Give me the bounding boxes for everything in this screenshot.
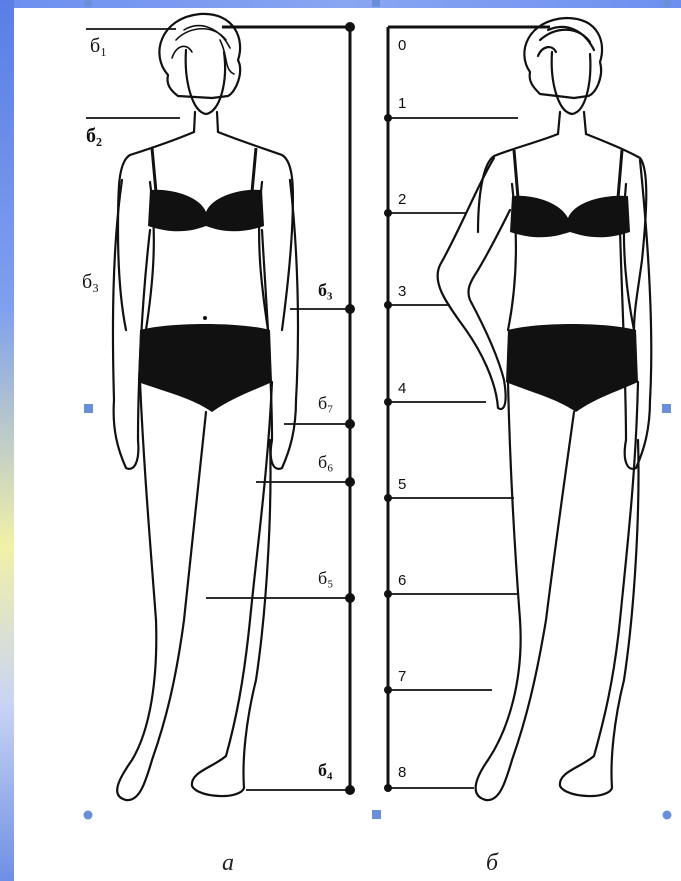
left-figure-right-leg xyxy=(192,382,272,796)
scale-number-5: 5 xyxy=(398,476,406,493)
scale-number-8: 8 xyxy=(398,764,406,781)
caption-a: а xyxy=(222,850,234,877)
right-figure-right-leg xyxy=(560,382,639,796)
left-figure-measurement-scale xyxy=(86,27,350,790)
right-figure-measurement-scale xyxy=(388,27,550,790)
label-b3: б₃ xyxy=(318,280,333,300)
scale-number-7: 7 xyxy=(398,668,406,685)
left-figure-bra xyxy=(148,190,264,232)
handle-middle-left[interactable] xyxy=(84,404,93,413)
selection-handles[interactable] xyxy=(84,0,672,820)
handle-top-middle[interactable] xyxy=(372,0,380,7)
left-figure-left-leg xyxy=(117,382,206,800)
label-b5: б₅ xyxy=(318,568,333,588)
handle-bottom-middle[interactable] xyxy=(372,810,381,819)
right-figure-left-arm-akimbo xyxy=(438,158,510,409)
scale-number-3: 3 xyxy=(398,283,406,300)
scale-number-0: 0 xyxy=(398,37,406,54)
right-figure-left-leg xyxy=(476,382,574,800)
left-figure-briefs xyxy=(138,324,272,412)
scale-number-4: 4 xyxy=(398,380,406,397)
scale-number-2: 2 xyxy=(398,191,406,208)
scale-number-6: 6 xyxy=(398,572,406,589)
label-b1: б₁ xyxy=(90,35,107,57)
handle-bottom-right[interactable] xyxy=(663,811,672,820)
handle-bottom-left[interactable] xyxy=(84,811,93,820)
right-figure-bra xyxy=(510,196,630,238)
handle-top-left[interactable] xyxy=(84,0,92,7)
scale-number-1: 1 xyxy=(398,95,406,112)
handle-middle-right[interactable] xyxy=(662,404,671,413)
right-figure-briefs xyxy=(506,324,638,412)
caption-b: б xyxy=(486,850,498,877)
label-b7: б₇ xyxy=(318,393,333,413)
label-b6: б₆ xyxy=(318,452,333,472)
handle-top-right[interactable] xyxy=(663,0,671,7)
label-b3-side: б₃ xyxy=(82,271,99,293)
label-b4: б₄ xyxy=(318,760,333,780)
label-b2: б₂ xyxy=(86,125,102,147)
